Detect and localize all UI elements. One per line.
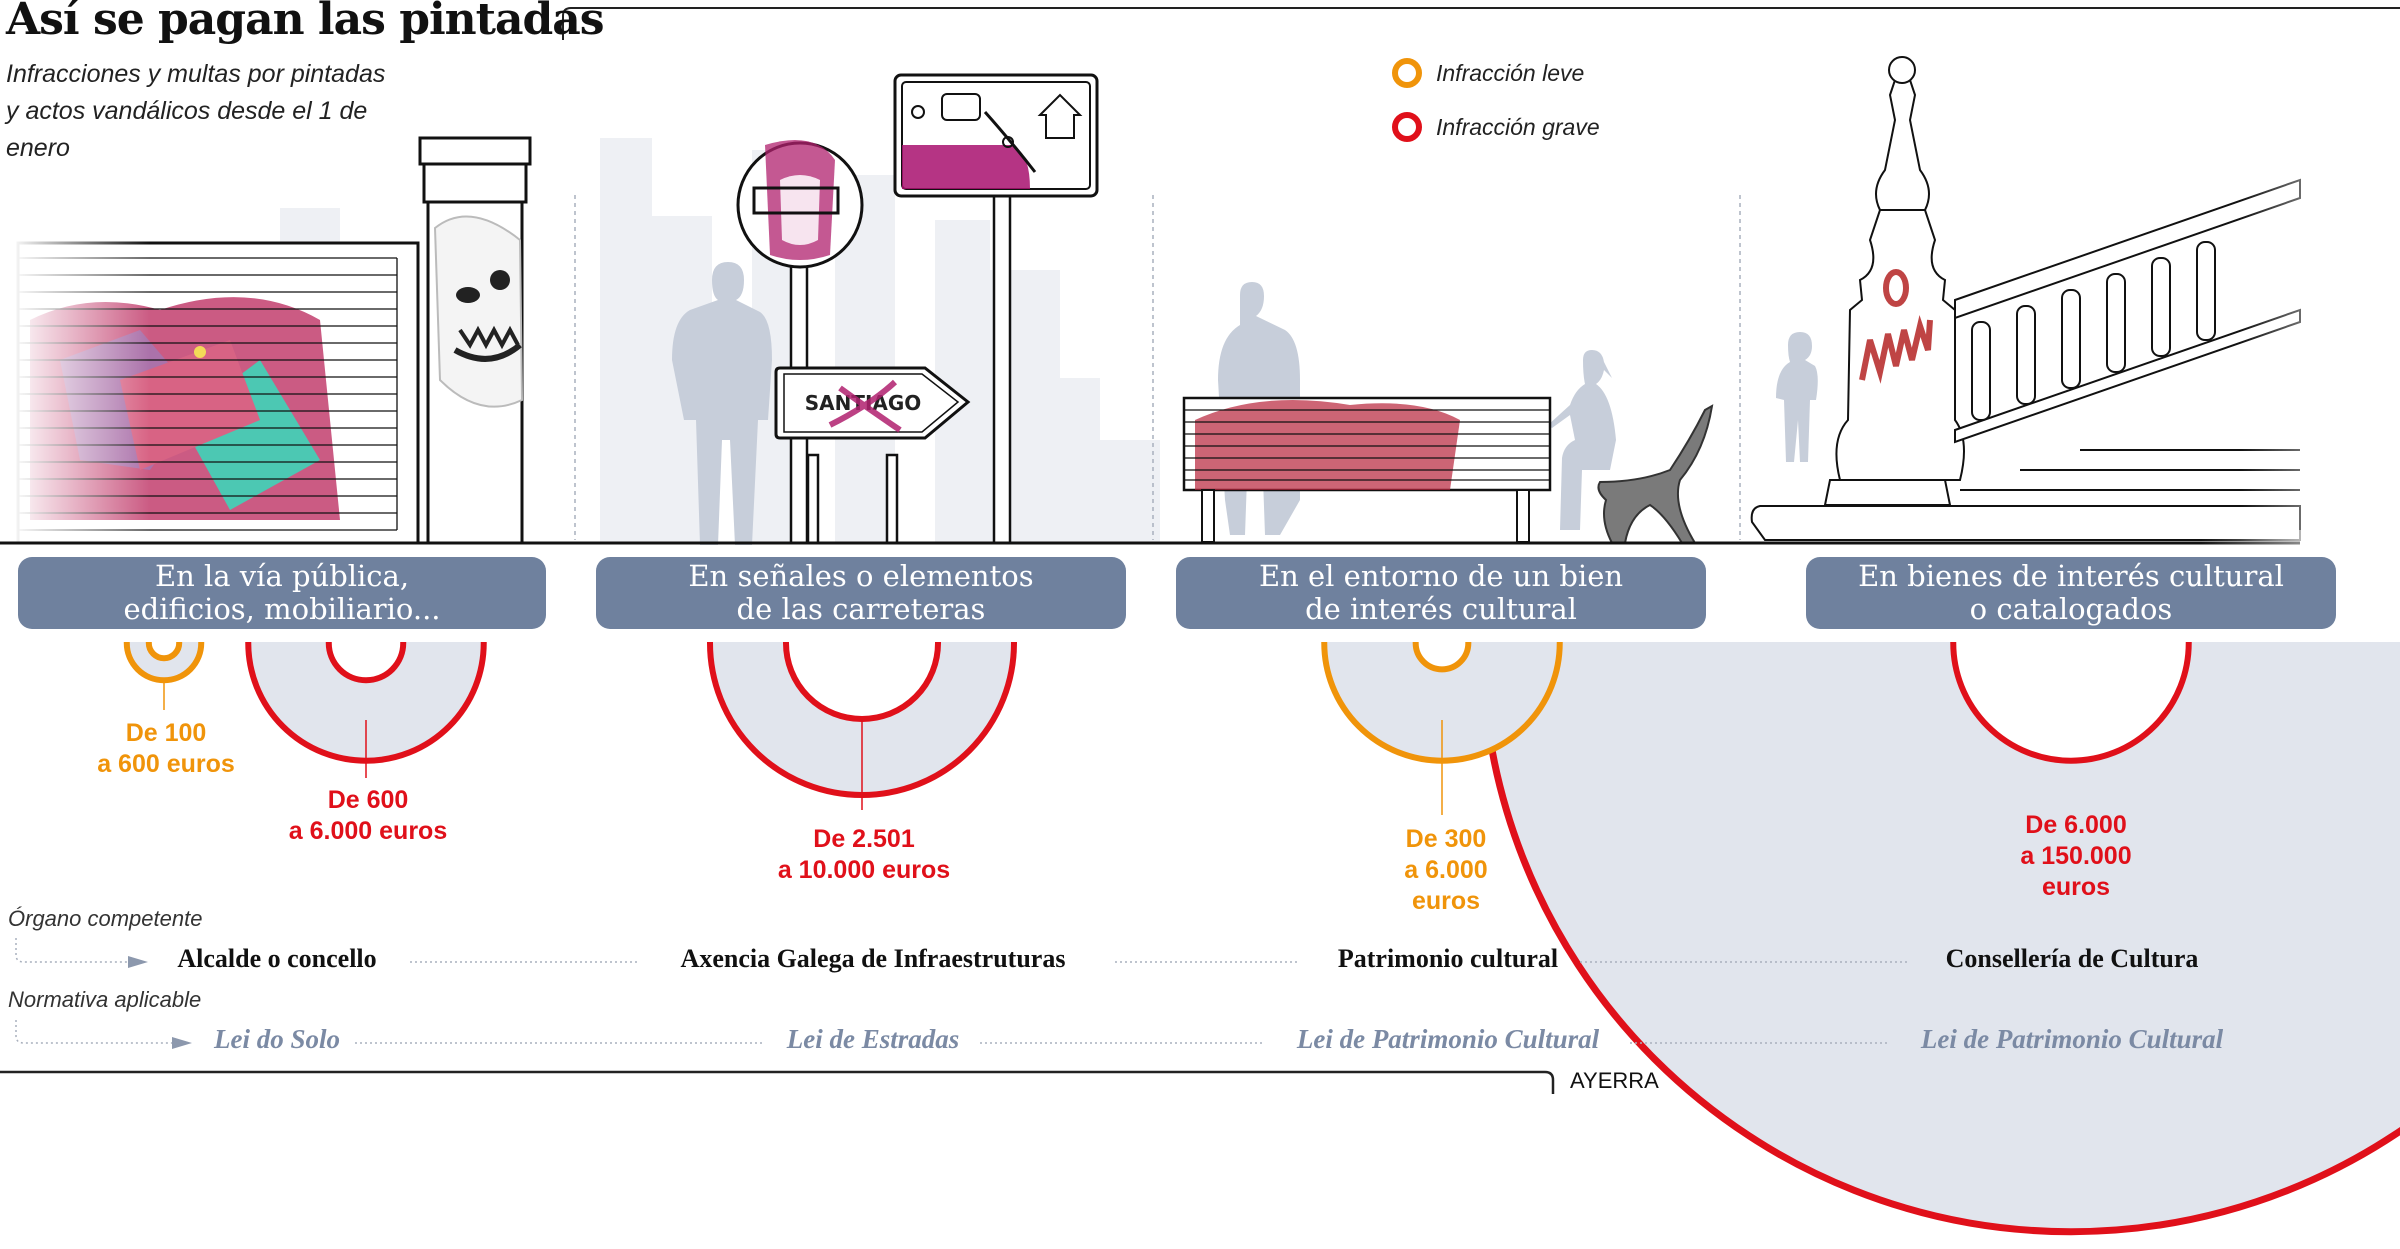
min-fine-circle-2	[783, 642, 941, 722]
page-title: Así se pagan las pintadas	[6, 0, 605, 45]
min-fine-circle-1	[325, 642, 407, 684]
organ-connector	[15, 938, 1910, 963]
law-via-publica: Lei do Solo	[214, 1024, 340, 1054]
balusters	[1971, 241, 2216, 421]
range-line: De 300	[1405, 825, 1487, 853]
red-graffiti	[1859, 269, 1933, 384]
fine-circles	[123, 642, 2400, 1236]
child2-silhouette	[1776, 332, 1818, 462]
range-label-bic-grave: De 6.000 a 150.000 euros	[2020, 810, 2131, 903]
range-line: De 600	[327, 786, 409, 814]
page-subtitle: Infracciones y multas por pintadas y act…	[6, 60, 386, 162]
range-line: De 6.000	[2025, 811, 2127, 839]
category-line: En señales o elementos	[688, 559, 1034, 593]
category-line: En la vía pública,	[154, 559, 410, 593]
organ-senales: Axencia Galega de Infraestruturas	[680, 944, 1066, 973]
range-line: euros	[2041, 873, 2111, 901]
range-label-entorno-leve: De 300 a 6.000 euros	[1404, 824, 1487, 917]
category-line: de interés cultural	[1305, 592, 1577, 626]
organ-arrow-icon	[128, 956, 148, 968]
category-label-via-publica: En la vía pública, edificios, mobiliario…	[18, 557, 546, 629]
range-line: a 6.000 euros	[288, 817, 448, 845]
title-frame-line	[562, 7, 2400, 40]
illustration-shutter-graffiti	[10, 136, 532, 550]
law-connector	[15, 1020, 1890, 1044]
bench-side	[1597, 404, 1714, 544]
bench-slats	[1184, 409, 1550, 481]
illustration-bench	[1182, 282, 1714, 544]
range-line: euros	[1411, 887, 1481, 915]
legend: Infracción leve Infracción grave	[1392, 46, 1600, 154]
law-bic: Lei de Patrimonio Cultural	[1920, 1024, 2224, 1054]
legend-item-leve: Infracción leve	[1392, 46, 1600, 100]
range-line: De 100	[125, 719, 207, 747]
min-fine-circle-0	[145, 642, 183, 662]
category-line: o catalogados	[1969, 592, 2173, 626]
category-line: edificios, mobiliario...	[123, 592, 441, 626]
illustration-balustrade	[1750, 56, 2400, 550]
child-silhouette	[1548, 350, 1616, 530]
category-label-bic: En bienes de interés cultural o cataloga…	[1806, 557, 2336, 629]
legend-label: Infracción leve	[1436, 59, 1585, 86]
ground-fade	[2200, 530, 2400, 550]
min-fine-circle-4	[1950, 642, 2192, 764]
range-label-via-publica-leve: De 100 a 600 euros	[97, 718, 235, 780]
category-label-senales: En señales o elementos de las carreteras	[596, 557, 1126, 629]
organ-entorno-bic: Patrimonio cultural	[1337, 944, 1559, 973]
range-line: a 150.000	[2020, 842, 2132, 870]
illustration-road-signs: SANTIAGO	[672, 73, 1099, 545]
range-line: a 600 euros	[97, 750, 235, 778]
organ-row-title: Órgano competente	[8, 906, 203, 931]
orange-ring-icon	[1392, 58, 1422, 88]
law-entorno-bic: Lei de Patrimonio Cultural	[1296, 1024, 1600, 1054]
category-line: En el entorno de un bien	[1258, 559, 1624, 593]
law-arrow-icon	[172, 1037, 192, 1049]
category-label-entorno-bic: En el entorno de un bien de interés cult…	[1176, 557, 1706, 629]
range-line: a 10.000 euros	[777, 856, 951, 884]
bottom-rule	[0, 1070, 1555, 1094]
range-label-via-publica-grave: De 600 a 6.000 euros	[289, 785, 447, 847]
person-silhouette	[672, 262, 772, 545]
category-line: de las carreteras	[736, 592, 986, 626]
author-credit: AYERRA	[1570, 1068, 1659, 1093]
category-line: En bienes de interés cultural	[1858, 559, 2284, 593]
organ-bic: Consellería de Cultura	[1945, 944, 2199, 973]
law-senales: Lei de Estradas	[786, 1024, 960, 1054]
min-fine-circle-3	[1412, 642, 1472, 673]
organ-via-publica: Alcalde o concello	[177, 944, 377, 973]
legend-item-grave: Infracción grave	[1392, 100, 1600, 154]
red-ring-icon	[1392, 112, 1422, 142]
skull-graffiti	[433, 215, 524, 408]
legend-label: Infracción grave	[1436, 113, 1600, 140]
law-row-title: Normativa aplicable	[8, 987, 202, 1012]
range-line: a 6.000	[1404, 856, 1488, 884]
range-line: De 2.501	[813, 825, 915, 853]
column-separators	[574, 195, 1741, 540]
range-label-senales-grave: De 2.501 a 10.000 euros	[778, 824, 950, 886]
